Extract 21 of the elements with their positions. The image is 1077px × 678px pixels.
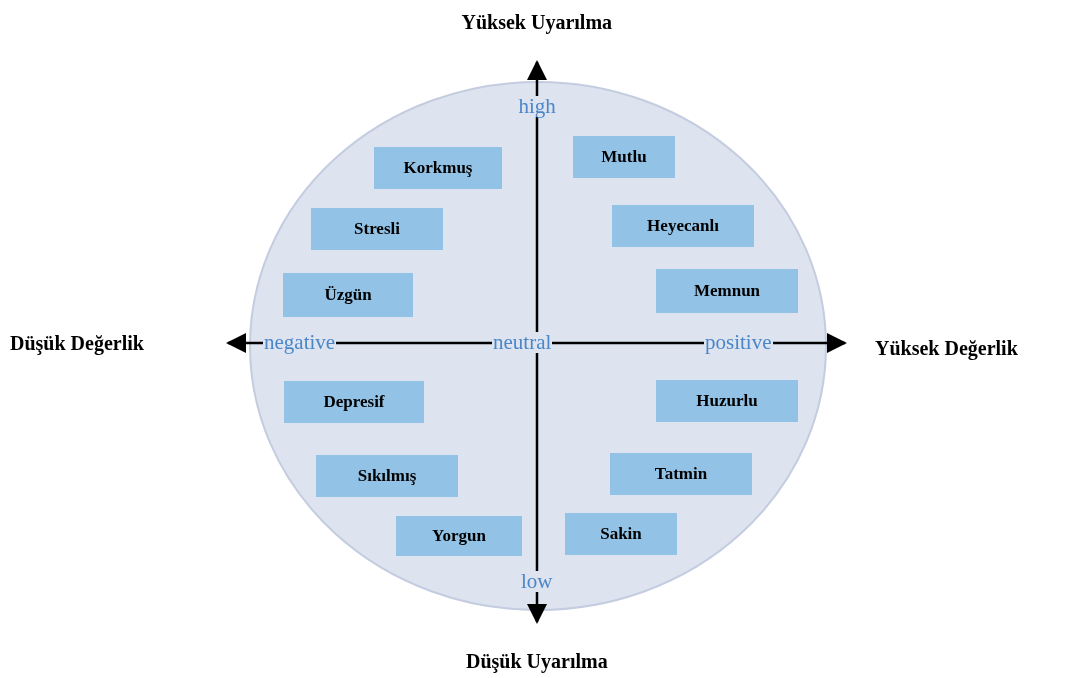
emotion-box: Depresif	[284, 381, 424, 423]
emotion-box: Üzgün	[283, 273, 413, 317]
axis-label: neutral	[492, 332, 553, 353]
emotion-box: Stresli	[311, 208, 443, 250]
emotion-box: Korkmuş	[374, 147, 502, 189]
emotion-box: Huzurlu	[656, 380, 798, 422]
emotion-box: Yorgun	[396, 516, 522, 556]
axis-title: Yüksek Değerlik	[875, 338, 1018, 358]
emotion-box: Heyecanlı	[612, 205, 754, 247]
axis-title: Düşük Değerlik	[10, 333, 144, 353]
axis-title: Yüksek Uyarılma	[461, 12, 613, 32]
axis-label: negative	[263, 332, 337, 353]
emotion-box: Sakin	[565, 513, 677, 555]
emotion-box: Memnun	[656, 269, 798, 313]
emotion-box: Sıkılmış	[316, 455, 458, 497]
axis-label: low	[520, 571, 554, 592]
axis-label: positive	[704, 332, 773, 353]
emotion-box: Tatmin	[610, 453, 752, 495]
emotion-box: Mutlu	[573, 136, 675, 178]
axis-title: Düşük Uyarılma	[466, 651, 608, 671]
axis-label: high	[517, 96, 557, 117]
